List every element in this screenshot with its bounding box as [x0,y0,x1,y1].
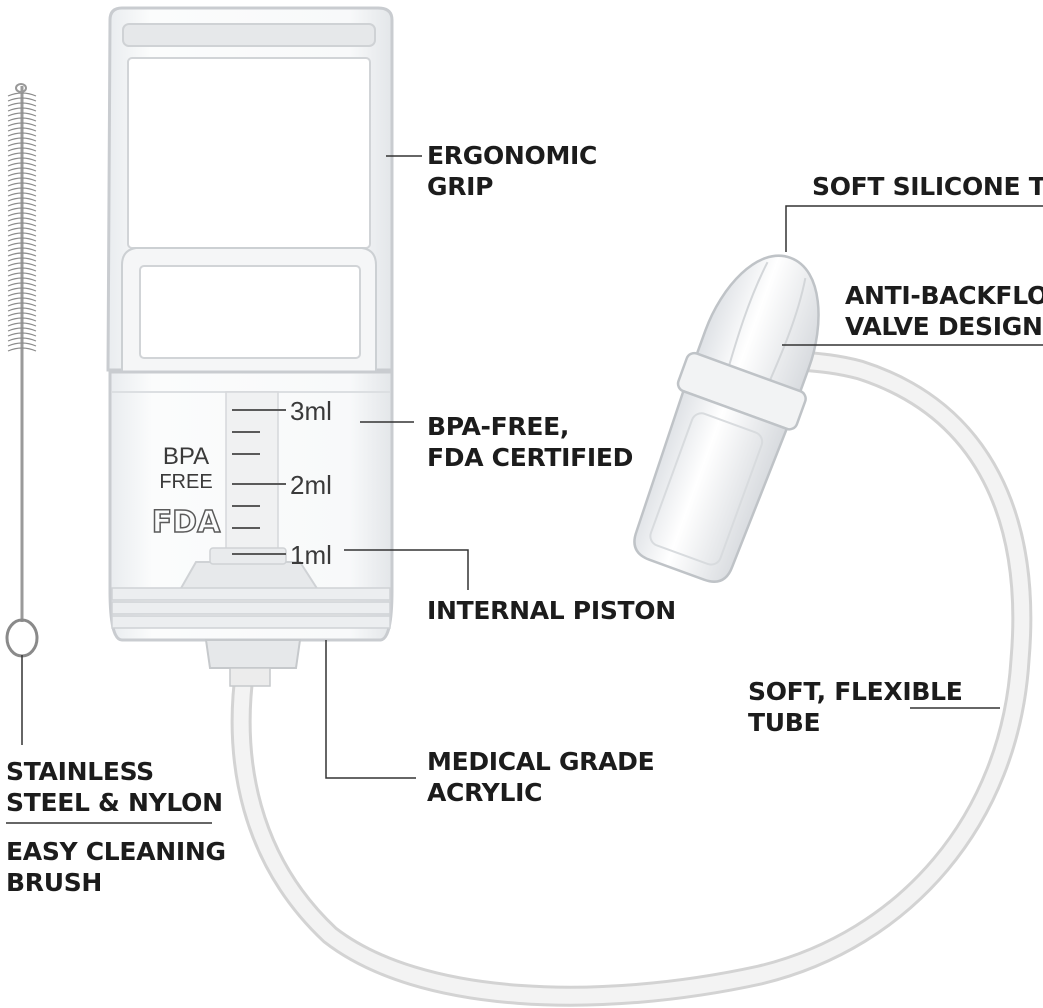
scale-mark-2ml: 2ml [290,470,332,500]
cleaning-brush [5,83,39,658]
measurement-scale [232,409,286,555]
scale-mark-3ml: 3ml [290,396,332,426]
bpa-badge-line2: FREE [159,471,212,493]
flexible-tube [230,349,1033,1007]
label-anti-backflow-valve: ANTI-BACKFLOWVALVE DESIGN [845,281,1043,341]
fda-logo: FDA [152,505,221,540]
silicone-tip [633,254,820,583]
bpa-badge-line1: BPA [163,443,209,470]
label-soft-silicone-tip: SOFT SILICONE TIP [812,172,1043,201]
scale-mark-1ml: 1ml [290,540,332,570]
aspirator-body: 3ml 2ml 1ml BPA FREE FDA [106,6,394,687]
label-bpa-free-fda: BPA-FREE,FDA CERTIFIED [427,412,634,472]
leader-lines [6,155,1043,824]
label-internal-piston: INTERNAL PISTON [427,596,676,625]
